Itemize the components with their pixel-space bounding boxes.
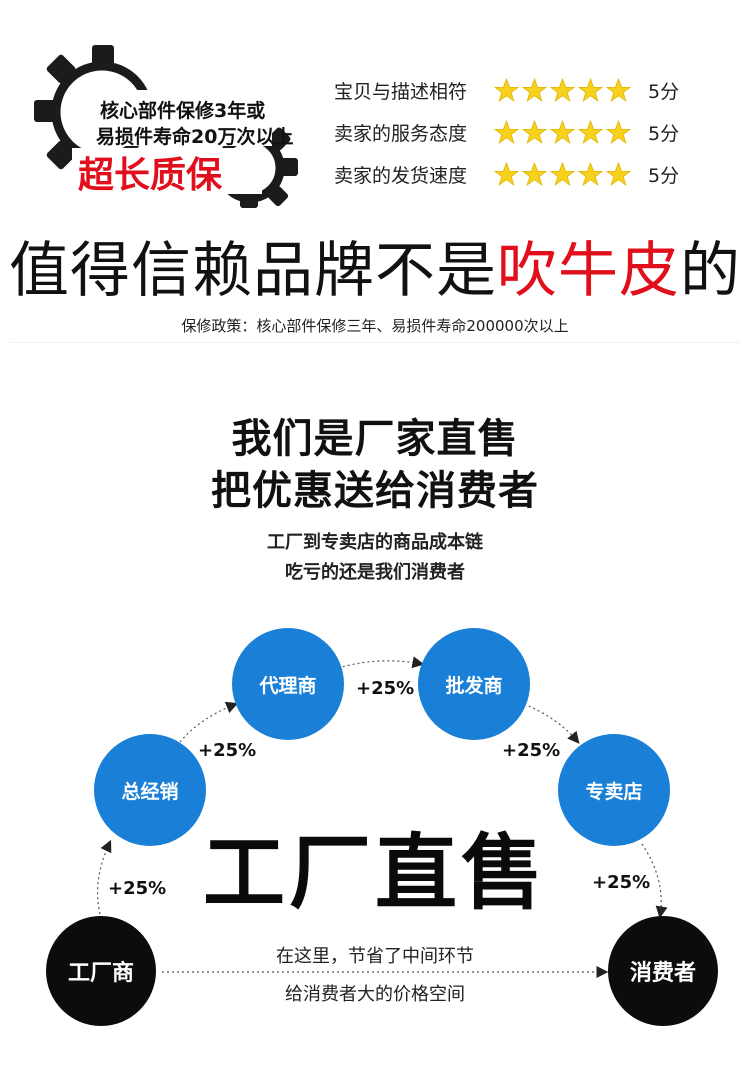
- badge-line-1: 核心部件保修3年或: [100, 100, 266, 122]
- star-icon: [550, 77, 575, 103]
- markup-label: +25%: [198, 740, 257, 761]
- star-icon: [606, 119, 631, 145]
- section-subtitle-1: 工厂到专卖店的商品成本链: [267, 532, 483, 553]
- factory-direct-title: 工厂直售: [202, 826, 547, 921]
- star-icon: [522, 161, 547, 187]
- rating-score: 5分: [648, 80, 680, 103]
- star-icon: [494, 161, 519, 187]
- markup-label: +25%: [592, 872, 651, 893]
- star-rating: [494, 77, 634, 103]
- star-icon: [606, 77, 631, 103]
- warranty-policy: 保修政策：核心部件保修三年、易损件寿命200000次以上: [181, 317, 569, 335]
- rating-row-service: 卖家的服务态度 5分: [334, 116, 704, 148]
- star-icon: [578, 77, 603, 103]
- markup-label: +25%: [502, 740, 561, 761]
- flow-arrows: [96, 656, 668, 978]
- badge-big-text: 超长质保: [78, 155, 223, 196]
- markup-label: +25%: [108, 878, 167, 899]
- star-icon: [578, 161, 603, 187]
- section-title-1: 我们是厂家直售: [231, 416, 519, 462]
- node-factory: 工厂商: [46, 916, 156, 1026]
- star-icon: [494, 77, 519, 103]
- badge-line-2: 易损件寿命20万次以上: [96, 126, 294, 148]
- section-title-2: 把优惠送给消费者: [211, 468, 539, 514]
- star-icon: [606, 161, 631, 187]
- rating-label: 卖家的服务态度: [334, 122, 468, 145]
- star-icon: [578, 119, 603, 145]
- section-subtitle-2: 吃亏的还是我们消费者: [285, 562, 465, 583]
- headline-part-3: 的: [680, 236, 741, 306]
- rating-label: 卖家的发货速度: [334, 164, 468, 187]
- markup-label: +25%: [356, 678, 415, 699]
- star-icon: [494, 119, 519, 145]
- star-icon: [550, 161, 575, 187]
- rating-label: 宝贝与描述相符: [334, 80, 468, 103]
- node-store: 专卖店: [558, 734, 670, 846]
- rating-score: 5分: [648, 122, 680, 145]
- headline-part-red: 吹牛皮: [497, 236, 680, 306]
- node-wholesaler: 批发商: [418, 628, 530, 740]
- rating-row-description: 宝贝与描述相符 5分: [334, 74, 704, 106]
- star-icon: [522, 119, 547, 145]
- node-distributor: 总经销: [94, 734, 206, 846]
- rating-score: 5分: [648, 164, 680, 187]
- divider: [10, 342, 740, 343]
- star-rating: [494, 161, 634, 187]
- star-icon: [550, 119, 575, 145]
- headline: 值得信赖品牌不是吹牛皮的: [0, 222, 750, 309]
- headline-part-1: 值得信赖品牌不是: [9, 236, 497, 306]
- gear-icon: [34, 45, 298, 208]
- rating-row-shipping: 卖家的发货速度 5分: [334, 158, 704, 190]
- node-agent: 代理商: [232, 628, 344, 740]
- savings-note-2: 给消费者大的价格空间: [285, 984, 465, 1005]
- node-consumer: 消费者: [608, 916, 718, 1026]
- warranty-badge: 核心部件保修3年或 易损件寿命20万次以上 超长质保: [22, 40, 312, 210]
- star-icon: [522, 77, 547, 103]
- savings-note-1: 在这里，节省了中间环节: [276, 946, 474, 967]
- star-rating: [494, 119, 634, 145]
